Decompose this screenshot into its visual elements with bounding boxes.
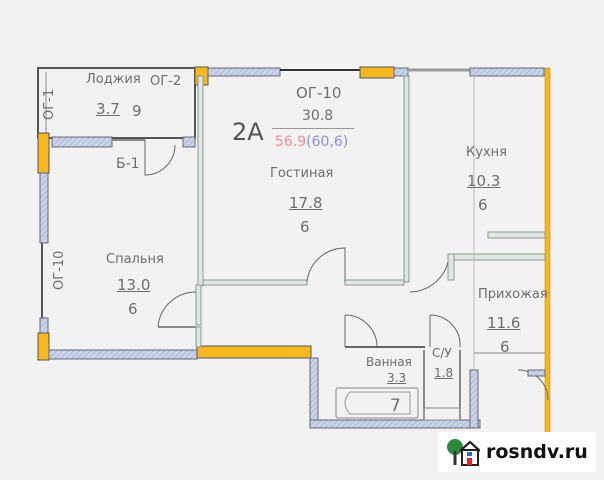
- room-name-hallway: Прихожая: [478, 287, 548, 302]
- corridor-bearing-wall: [196, 345, 312, 359]
- wall-tag-b1: Б-1: [116, 156, 140, 172]
- left-outer-wall: [37, 132, 50, 361]
- apartment-code: 2A: [232, 118, 264, 146]
- total-area: 56.9: [275, 134, 307, 150]
- room-name-wc: С/У: [432, 346, 452, 360]
- total-area-line: 56.9(60,6): [275, 131, 348, 150]
- room-name-kitchen: Кухня: [466, 145, 507, 160]
- room-area-living: 17.8: [289, 194, 323, 212]
- room-height-bedroom: 6: [128, 300, 138, 318]
- room-height-living: 6: [300, 218, 310, 236]
- room-area-kitchen: 10.3: [467, 172, 501, 190]
- room-name-bathroom: Ванная: [366, 355, 412, 369]
- room-area-bathroom: 3.3: [387, 371, 407, 385]
- wall-tag-og10-left: ОГ-10: [52, 250, 67, 290]
- room-height-hallway: 6: [500, 338, 510, 356]
- room-height-loggia: 9: [132, 102, 142, 120]
- room-area-bedroom: 13.0: [117, 276, 151, 294]
- living-label: ОГ-10: [296, 84, 342, 102]
- kitchen-partitions: [447, 76, 546, 400]
- watermark: rosndv.ru: [438, 432, 596, 472]
- room-name-loggia: Лоджия: [86, 72, 141, 87]
- room-height-kitchen: 6: [478, 196, 488, 214]
- right-outer-wall: [544, 67, 551, 437]
- bedroom-door: [157, 284, 202, 348]
- room-area-loggia: 3.7: [96, 100, 120, 118]
- wall-tag-og1: ОГ-1: [42, 88, 57, 120]
- living-door: [306, 247, 346, 283]
- watermark-text: rosndv.ru: [486, 441, 588, 463]
- living-area-total: 30.8: [302, 108, 334, 124]
- room-name-bedroom: Спальня: [106, 252, 164, 267]
- room-name-living: Гостиная: [270, 166, 334, 181]
- kitchen-door: [409, 261, 449, 293]
- wall-tag-og2: ОГ-2: [150, 74, 182, 89]
- room-height-bathroom: 7: [390, 396, 401, 416]
- room-area-hallway: 11.6: [487, 314, 521, 332]
- bathroom-block: [309, 314, 549, 429]
- total-area-with-loggia: (60,6): [306, 134, 349, 150]
- bedroom-bottom-wall: [48, 349, 198, 360]
- house-tree-icon: [447, 439, 480, 466]
- room-area-wc: 1.8: [434, 366, 454, 380]
- area-divider: [272, 128, 354, 129]
- top-outer-wall: [194, 66, 545, 86]
- loggia-walls: [37, 67, 196, 139]
- balcony-wall: [51, 136, 196, 176]
